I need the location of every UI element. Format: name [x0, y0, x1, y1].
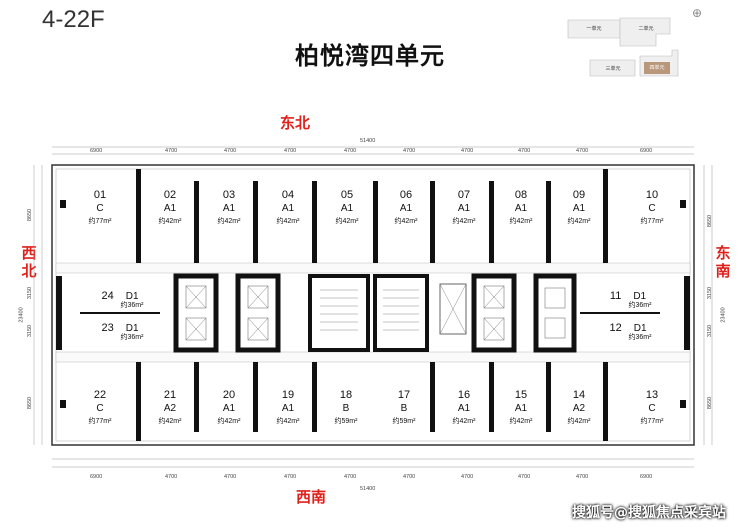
- dim-bottom-5: 4700: [403, 474, 416, 480]
- compass-icon: ⊕: [692, 6, 703, 20]
- key-plan: 一单元 二单元 三单元 四单元: [560, 10, 690, 80]
- dim-right-2: 3150: [707, 324, 714, 338]
- dim-bottom-4: 4700: [344, 474, 357, 480]
- key-unit-2: 二单元: [638, 26, 654, 32]
- dim-bottom-1: 4700: [165, 474, 178, 480]
- dim-bottom-0: 6900: [90, 474, 103, 480]
- direction-bottom: 西南: [296, 488, 327, 506]
- dim-bottom-8: 4700: [576, 474, 589, 480]
- dim-bottom-2: 4700: [224, 474, 237, 480]
- dim-top-4: 4700: [344, 148, 357, 154]
- dim-right-1: 3150: [707, 286, 714, 300]
- dim-right-total: 23400: [720, 307, 727, 323]
- direction-left: 西北: [21, 244, 37, 280]
- watermark: 搜狐号@搜狐焦点采宾站: [572, 505, 726, 521]
- dim-top-2: 4700: [224, 148, 237, 154]
- dimension-total-top: 51400: [360, 138, 376, 144]
- key-unit-4-highlight: 四单元: [644, 62, 670, 74]
- dimension-total-bottom: 51400: [360, 486, 376, 492]
- dim-top-6: 4700: [461, 148, 474, 154]
- dim-left-3: 8650: [27, 396, 34, 410]
- dim-top-1: 4700: [165, 148, 178, 154]
- dim-top-7: 4700: [518, 148, 531, 154]
- dim-right-0: 8650: [707, 214, 714, 228]
- key-unit-1: 一单元: [586, 26, 602, 32]
- direction-top: 东北: [280, 114, 311, 132]
- dim-left-total: 23400: [18, 307, 25, 323]
- dim-right-3: 8650: [707, 396, 714, 410]
- dim-top-9: 6900: [640, 148, 653, 154]
- dim-bottom-9: 6900: [640, 474, 653, 480]
- dim-top-8: 4700: [576, 148, 589, 154]
- key-unit-3: 三单元: [605, 66, 621, 72]
- dim-bottom-7: 4700: [518, 474, 531, 480]
- floor-range-label: 4-22F: [42, 6, 105, 33]
- dim-bottom-3: 4700: [284, 474, 297, 480]
- page-title: 柏悦湾四单元: [295, 42, 445, 70]
- dim-top-3: 4700: [284, 148, 297, 154]
- dim-bottom-6: 4700: [461, 474, 474, 480]
- dim-top-0: 6900: [90, 148, 103, 154]
- dim-left-0: 8650: [27, 208, 34, 222]
- dim-left-1: 3150: [27, 286, 34, 300]
- dim-top-5: 4700: [403, 148, 416, 154]
- dim-left-2: 3150: [27, 324, 34, 338]
- direction-right: 东南: [715, 244, 731, 280]
